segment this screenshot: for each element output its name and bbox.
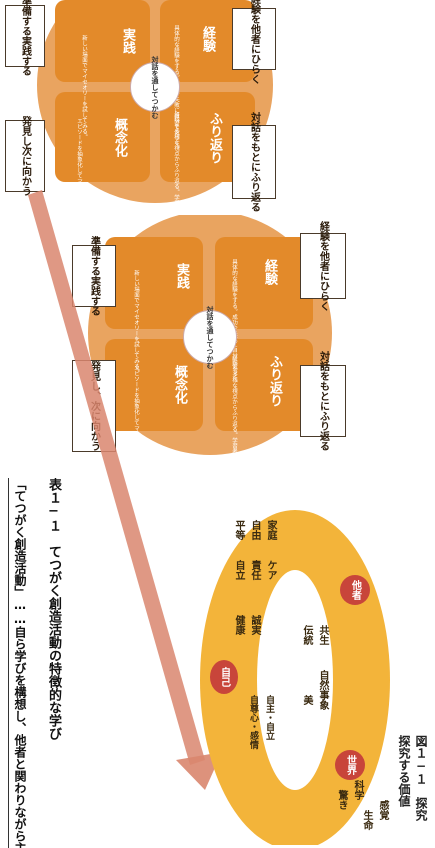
values-ring-figure: 他者 自己 世界 家庭 自由 平等 ケア 責任 自立 共生 伝統 誠実 健康 自… <box>195 480 395 845</box>
figure-subcaption: 探究する価値 <box>397 735 411 807</box>
cycle2-concept-desc: エピソードを抽象化してマイセオリーを創造する。 <box>132 365 139 492</box>
cycle1-quad-reflect <box>160 92 255 182</box>
ring-words-col5a: 自然事象 <box>315 670 330 710</box>
badge-self: 自己 <box>210 660 238 694</box>
cycle1-quad-concept <box>55 92 150 182</box>
ring-words-col1b: 自由 <box>247 520 262 540</box>
ring-words-col1: 家庭 <box>263 520 278 540</box>
cycle2-reflect-desc: 経験を多様な視点からふり返る。学習者自身がエピソードを抽出する。 <box>230 355 237 531</box>
cycle2-next-box: 発見し、次に向かう <box>72 360 116 452</box>
ring-word: 伝統 <box>301 625 312 645</box>
cycle1-concept-desc: エピソードを抽象化してマイセオリーを創造する。 <box>75 118 82 245</box>
ring-words-col7a: 科学 <box>350 780 365 800</box>
ring-words-col5b: 美 <box>299 695 314 705</box>
cycle-diagram-2: 準備する実践する 経験を他者にひらく 発見し、次に向かう 対話をもとにふり返る … <box>60 215 360 531</box>
cycle1-experience-desc: 具体的な経験をする。成功や失敗に自分で気づく。 <box>172 25 179 152</box>
ring-word: 責任 <box>249 560 260 580</box>
cycle1-experience-box: 経験を他者にひらく <box>232 0 276 84</box>
cycle1-next-box: 発見し次に向かう <box>5 116 45 196</box>
badge-world: 世界 <box>335 750 365 780</box>
ring-word: 驚き <box>336 790 347 810</box>
cycle1-practice-title: 実践 <box>120 28 135 54</box>
cycle1-quad-practice <box>55 0 150 82</box>
ring-word: 美 <box>301 695 312 705</box>
ring-word: 自立 <box>233 560 244 580</box>
ring-word: 誠実 <box>249 615 260 635</box>
cycle2-reflect-box: 対話をもとにふり返る <box>300 351 346 451</box>
cycle2-experience-desc: 具体的な経験をする。成功や失敗に自分で気づく。 <box>230 259 237 386</box>
table-caption: 表１−１ てつがく創造活動の特徴的な学び <box>46 478 61 740</box>
ring-word: 自然事象 <box>317 670 328 710</box>
cycle2-center-bubble: 対話を通してつかむ <box>183 306 237 369</box>
cycle2-practice-desc: 新しい場面でマイセオリーを試してみる。 <box>132 270 139 375</box>
table-row-text: 「てつがく創造活動」……自ら学びを構想し、他者と関わりながら主体的 <box>8 478 29 848</box>
ring-word: 共生 <box>317 625 328 645</box>
ring-words-col2b: 責任 <box>247 560 262 580</box>
cycle2-quad-reflect <box>215 339 313 431</box>
cycle1-quad-experience <box>160 0 255 82</box>
cycle1-reflect-title: ふり返り <box>207 112 222 164</box>
ring-word: 自尊心・感情 <box>248 695 258 749</box>
cycle2-experience-title: 経験 <box>262 259 277 285</box>
cycle1-reflect-desc: 経験を多様な視点からふり返る。学習者自身がエピソードを抽出する。 <box>172 112 179 288</box>
cycle2-concept-title: 概念化 <box>172 365 187 404</box>
cycle1-reflect-box: 対話をもとにふり返る <box>232 112 276 212</box>
ring-word: 自由 <box>249 520 260 540</box>
ring-word: 健康 <box>233 615 244 635</box>
ring-words-col3a: 共生 <box>315 625 330 645</box>
cycle2-quad-experience <box>215 237 313 329</box>
ring-words-col4b: 健康 <box>231 615 246 635</box>
ring-words-col4a: 誠実 <box>247 615 262 635</box>
cycle1-practice-desc: 新しい場面でマイセオリーを試してみる。 <box>80 35 87 140</box>
cycle2-reflect-title: ふり返り <box>267 355 282 407</box>
ring-word: 科学 <box>352 780 363 800</box>
cycle1-concept-title: 概念化 <box>112 118 127 157</box>
ring-words-col8a: 感覚 <box>375 800 390 820</box>
ring-words-col1c: 平等 <box>231 520 246 540</box>
cycle2-practice-box: 準備する実践する <box>72 236 116 316</box>
cycle-diagram-1: 準備する実践する 経験を他者にひらく 発見し次に向かう 対話をもとにふり返る 実… <box>0 0 330 288</box>
ring-words-col2c: 自立 <box>231 560 246 580</box>
ring-word: 自主・自立 <box>264 695 274 740</box>
ring-words-col6a: 自主・自立 <box>263 695 276 740</box>
ring-words-col7b: 驚き <box>334 790 349 810</box>
ring-words-col8b: 生命 <box>359 810 374 830</box>
ring-word: 感覚 <box>377 800 388 820</box>
figure-caption: 図１−１ 探究 <box>414 735 428 821</box>
ring-word: 平等 <box>233 520 244 540</box>
cycle1-center-bubble: 対話を通してつかむ <box>130 56 180 119</box>
badge-others: 他者 <box>340 575 370 605</box>
ring-words-col3b: 伝統 <box>299 625 314 645</box>
ring-word: 家庭 <box>265 520 276 540</box>
ring-inner <box>257 570 333 790</box>
cycle1-experience-title: 経験 <box>200 26 215 52</box>
ring-words-col6b: 自尊心・感情 <box>247 695 260 749</box>
ring-words-col2a: ケア <box>263 560 278 580</box>
ring-word: 生命 <box>361 810 372 830</box>
cycle2-experience-box: 経験を他者にひらく <box>300 221 346 311</box>
ring-word: ケア <box>265 560 276 580</box>
cycle1-practice-box: 準備する実践する <box>5 0 45 76</box>
cycle2-practice-title: 実践 <box>174 263 189 289</box>
